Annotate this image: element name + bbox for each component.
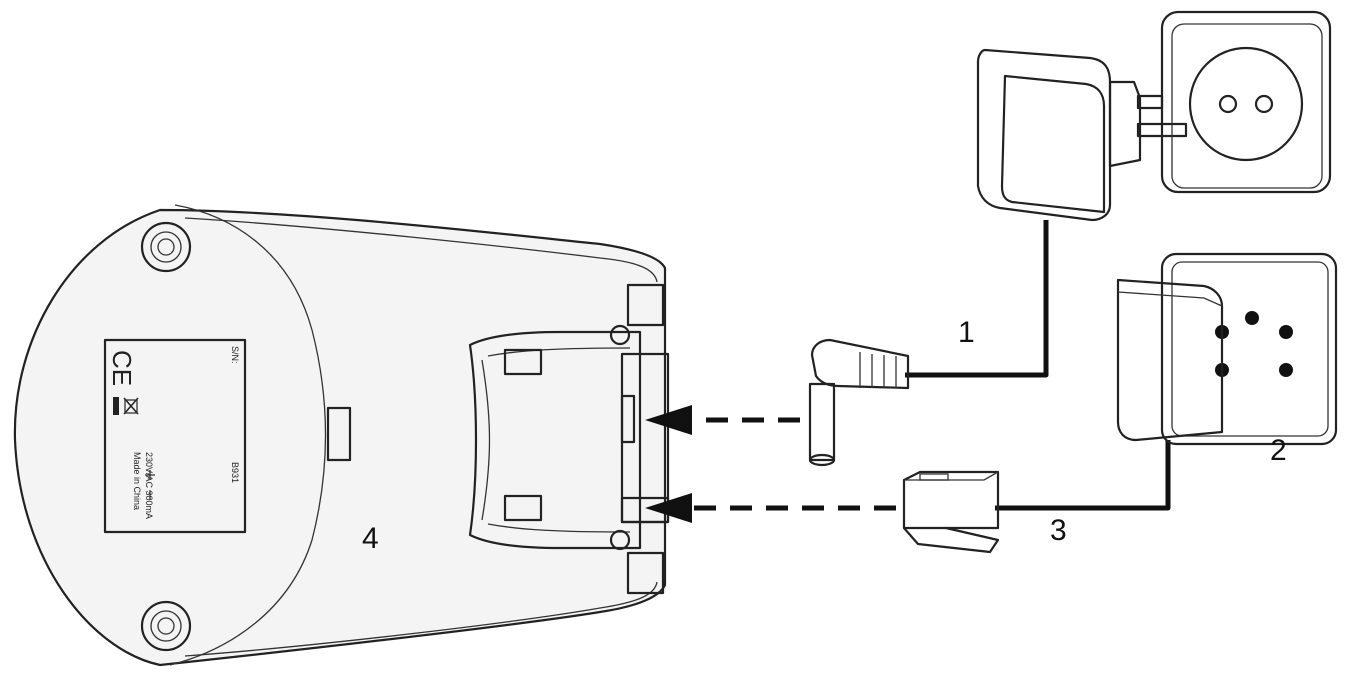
- callout-1: 1: [958, 316, 975, 349]
- base-station-body: [13, 208, 667, 667]
- serial-number-label: S/N:: [230, 346, 240, 364]
- power-cable: [905, 220, 1049, 378]
- wall-outlet: [1160, 10, 1332, 194]
- rubber-foot-top: [140, 221, 192, 273]
- phone-cable: [995, 440, 1171, 511]
- phone-socket-adapter: [1116, 252, 1338, 446]
- insert-arrow-power: [645, 405, 800, 435]
- rating-line-1: 230V/AC 300mA: [144, 452, 154, 519]
- callout-3: 3: [1050, 514, 1067, 547]
- rubber-foot-bottom: [140, 600, 192, 652]
- base-station-rim-bottom: [184, 581, 658, 657]
- dc-polarity-symbol: [145, 470, 155, 500]
- base-station-rim: [184, 217, 658, 283]
- arrow-head-icon: [645, 493, 692, 523]
- rating-label: S/N: B931 230V/AC 300mA Made in China CE: [103, 338, 247, 534]
- ce-mark-icon: CE: [107, 350, 137, 386]
- power-jack-socket: [620, 394, 636, 444]
- dc-barrel-plug: [808, 338, 910, 467]
- rj11-plug: [902, 470, 1000, 554]
- arrow-head-icon: [645, 405, 692, 435]
- power-adapter: [976, 48, 1188, 222]
- weee-bin-icon: [113, 397, 139, 415]
- rating-line-2: Made in China: [132, 452, 142, 510]
- callout-4: 4: [362, 522, 379, 555]
- insert-arrow-phone: [645, 493, 896, 523]
- connector-bay: [468, 283, 670, 595]
- base-station: S/N: B931 230V/AC 300mA Made in China CE: [13, 204, 670, 667]
- callout-2: 2: [1270, 434, 1287, 467]
- base-station-inner-contour: [169, 204, 327, 666]
- model-label: B931: [230, 462, 240, 483]
- base-station-slot: [326, 406, 352, 462]
